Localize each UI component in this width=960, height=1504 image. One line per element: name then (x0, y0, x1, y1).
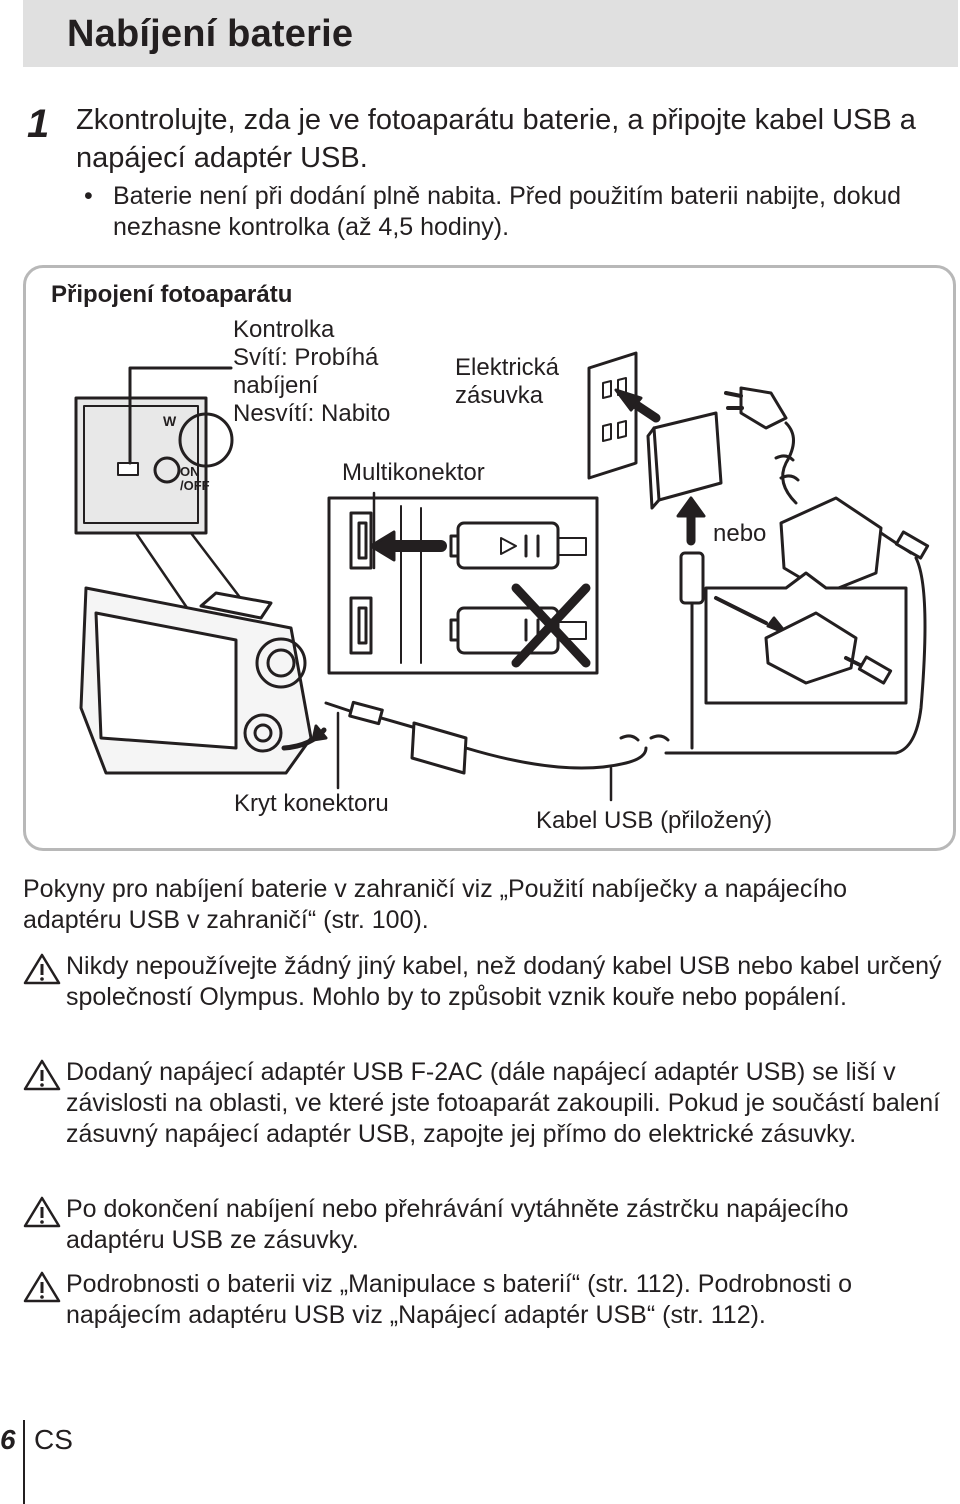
diagram-title: Připojení fotoaparátu (51, 281, 293, 308)
warning-text: Po dokončení nabíjení nebo přehrávání vy… (66, 1195, 849, 1254)
off-mark: /OFF (180, 478, 210, 493)
page-number: 6 (0, 1424, 16, 1455)
warning-text: Nikdy nepoužívejte žádný jiný kabel, než… (66, 952, 942, 1011)
multiconnector-label: Multikonektor (342, 459, 485, 486)
warning-icon (23, 1059, 61, 1091)
camera-closeup-image: W ON /OFF (74, 396, 234, 535)
footer-divider (23, 1420, 25, 1504)
plugin-adapter-image (614, 388, 723, 510)
usb-cable-label: Kabel USB (přiložený) (536, 807, 773, 834)
on-mark: ON (180, 464, 200, 479)
warning-text: Podrobnosti o baterii viz „Manipulace s … (66, 1270, 853, 1329)
warning-icon (23, 953, 61, 985)
indicator-label-line3: nabíjení (233, 372, 319, 399)
connection-diagram: W ON /OFF (23, 265, 956, 851)
outlet-label-line2: zásuvka (455, 382, 544, 409)
step-number: 1 (27, 102, 50, 146)
page-title: Nabíjení baterie (67, 13, 354, 55)
or-label: nebo (713, 520, 767, 547)
indicator-label-line4: Nesvítí: Nabito (233, 400, 391, 427)
cable-adapter-image (664, 386, 930, 755)
outlet-image (587, 351, 638, 480)
warning-icon (23, 1196, 61, 1228)
bullet-dot: • (84, 182, 93, 210)
step-instruction: Zkontrolujte, zda je ve fotoaparátu bate… (76, 104, 916, 174)
language-code: CS (34, 1424, 73, 1455)
bullet-text: Baterie není při dodání plně nabita. Pře… (113, 182, 902, 241)
warning-text: Dodaný napájecí adaptér USB F-2AC (dále … (66, 1058, 941, 1148)
connection-illustration: W ON /OFF (74, 351, 930, 802)
indicator-label-line2: Svítí: Probíhá (233, 344, 379, 371)
camera-body-image (79, 586, 313, 775)
wide-mark: W (163, 413, 177, 429)
title-bar: Nabíjení baterie (23, 0, 958, 67)
abroad-note: Pokyny pro nabíjení baterie v zahraničí … (23, 875, 848, 934)
indicator-lamp (117, 462, 139, 476)
warning-icon (23, 1271, 61, 1303)
outlet-label-line1: Elektrická (455, 354, 560, 381)
indicator-label-line1: Kontrolka (233, 316, 335, 343)
connector-cover-label: Kryt konektoru (234, 790, 389, 817)
